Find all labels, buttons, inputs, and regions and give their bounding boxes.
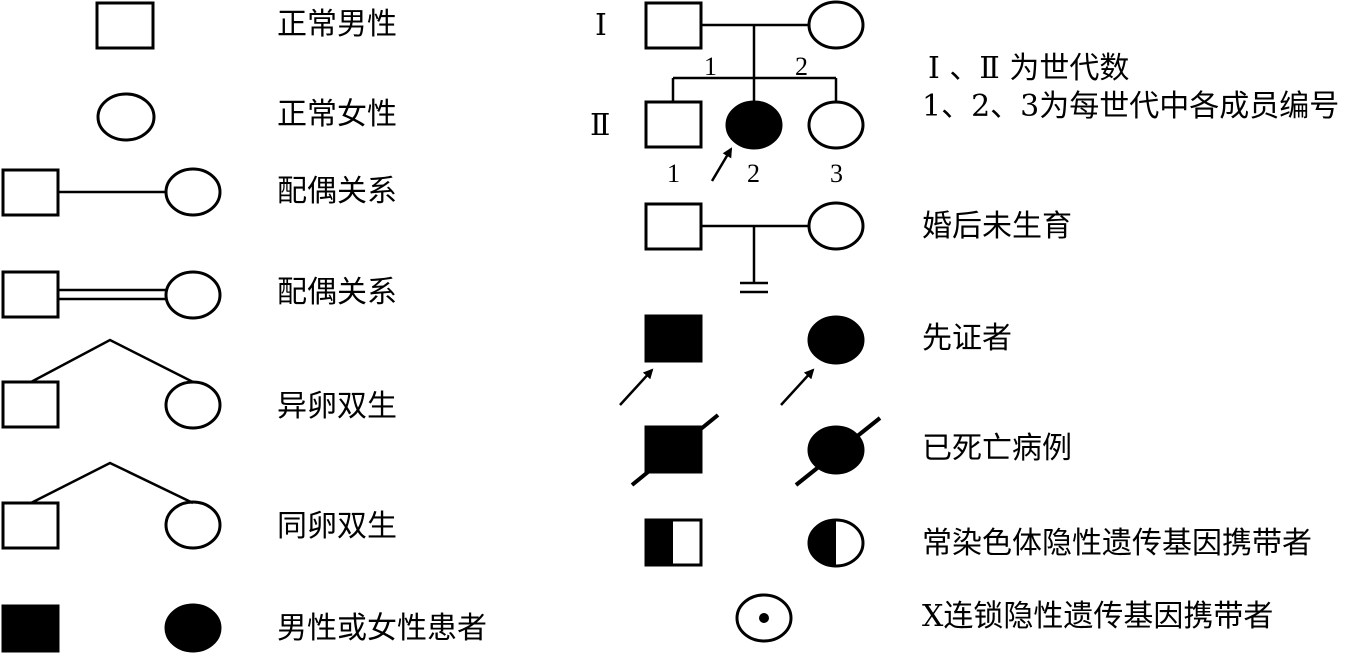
affected-symbols (1, 603, 222, 653)
gen1-male (644, 1, 703, 50)
no-children-label: 婚后未生育 (922, 209, 1072, 244)
consanguineous-marriage-symbol (1, 270, 222, 320)
fraternal-twins-label: 异卵双生 (277, 389, 397, 424)
generation-2-label: Ⅱ (590, 109, 611, 142)
normal-male-square (95, 1, 155, 50)
normal-male-label: 正常男性 (277, 7, 397, 42)
pedigree-example (644, 0, 865, 182)
proband-symbols (619, 314, 865, 406)
identical-twins-label: 同卵双生 (277, 509, 397, 544)
gen2-number-2: 2 (747, 159, 760, 188)
pedigree-note-generation: Ⅰ 、Ⅱ 为世代数 (928, 51, 1130, 86)
autosomal-carrier-label: 常染色体隐性遗传基因携带者 (922, 526, 1312, 561)
proband-arrow (710, 147, 733, 182)
gen2-male (644, 100, 703, 149)
consanguineous-marriage-label: 配偶关系 (277, 275, 397, 310)
x-linked-carrier-label: X连锁隐性遗传基因携带者 (922, 599, 1274, 634)
identical-twins-symbol (1, 461, 222, 550)
deceased-label: 已死亡病例 (922, 431, 1072, 466)
deceased-symbols (630, 413, 882, 487)
gen2-number-3: 3 (830, 159, 843, 188)
affected-label: 男性或女性患者 (277, 611, 487, 646)
gen1-female (807, 0, 865, 50)
normal-female-label: 正常女性 (277, 97, 397, 132)
autosomal-carrier-symbols (644, 518, 865, 568)
gen2-female (807, 100, 865, 150)
marriage-symbol (1, 167, 222, 217)
no-children-symbol (644, 201, 865, 294)
gen2-number-1: 1 (667, 159, 680, 188)
normal-female-circle (96, 92, 156, 142)
gen1-number-1: 1 (704, 52, 717, 81)
fraternal-twins-symbol (1, 338, 222, 430)
gen1-number-2: 2 (795, 52, 808, 81)
gen2-affected-female (725, 100, 783, 150)
pedigree-note-members: 1、2、3为每世代中各成员编号 (922, 89, 1340, 124)
generation-1-label: Ⅰ (595, 9, 607, 42)
proband-label: 先证者 (922, 321, 1012, 356)
x-linked-carrier-symbol (735, 593, 793, 643)
marriage-label: 配偶关系 (277, 174, 397, 209)
